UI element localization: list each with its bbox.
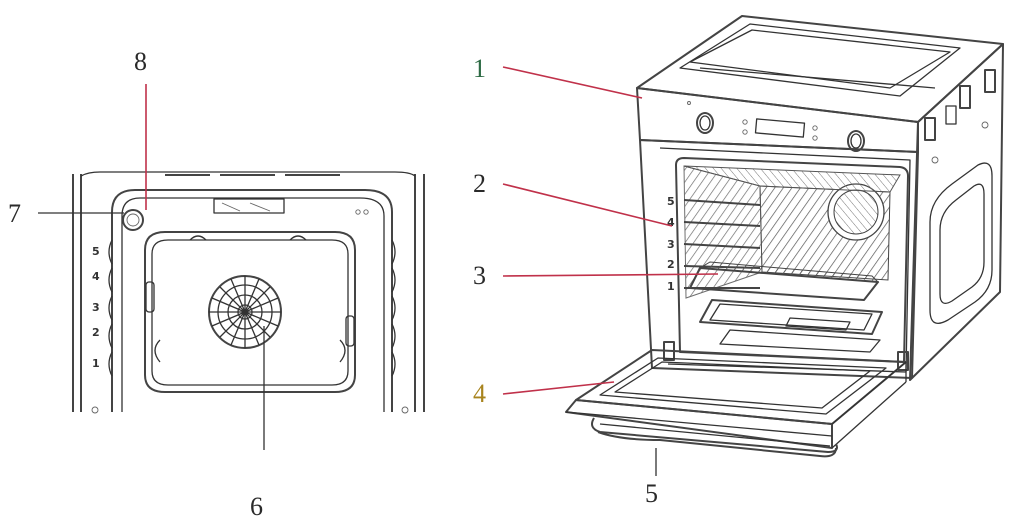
oven-3d-view: 5 4 3 2 1 <box>565 15 1004 458</box>
callout-numbers: 1 2 3 4 5 6 7 8 <box>8 47 658 521</box>
leader-3 <box>502 273 719 277</box>
front-shelf-level-5: 5 <box>92 245 100 258</box>
callout-1: 1 <box>473 54 486 83</box>
leader-1 <box>502 66 643 99</box>
door-handle <box>591 417 838 458</box>
oven-shelf-level-2: 2 <box>667 258 675 271</box>
callout-2: 2 <box>473 169 486 198</box>
callout-6: 6 <box>250 492 263 521</box>
fan-grille <box>208 275 282 349</box>
callout-7: 7 <box>8 199 21 228</box>
callout-5: 5 <box>645 479 658 508</box>
oven-door <box>565 349 907 449</box>
oven-shelf-level-5: 5 <box>667 195 675 208</box>
oven-shelf-level-1: 1 <box>667 280 675 293</box>
callout-3: 3 <box>473 261 486 290</box>
oven-shelf-level-4: 4 <box>667 216 675 229</box>
callout-4: 4 <box>473 379 486 408</box>
front-shelf-level-4: 4 <box>92 270 100 283</box>
front-shelf-level-3: 3 <box>92 301 100 314</box>
leader-2 <box>502 183 673 227</box>
callout-8: 8 <box>134 47 147 76</box>
front-shelf-level-1: 1 <box>92 357 100 370</box>
leader-lines <box>38 66 719 476</box>
oven-shelf-level-3: 3 <box>667 238 675 251</box>
right-shelf-runners <box>391 239 396 377</box>
front-shelf-level-2: 2 <box>92 326 100 339</box>
left-shelf-runners <box>108 239 113 377</box>
cavity-front-view: 5 4 3 2 1 <box>72 171 425 414</box>
leader-4 <box>502 381 615 395</box>
